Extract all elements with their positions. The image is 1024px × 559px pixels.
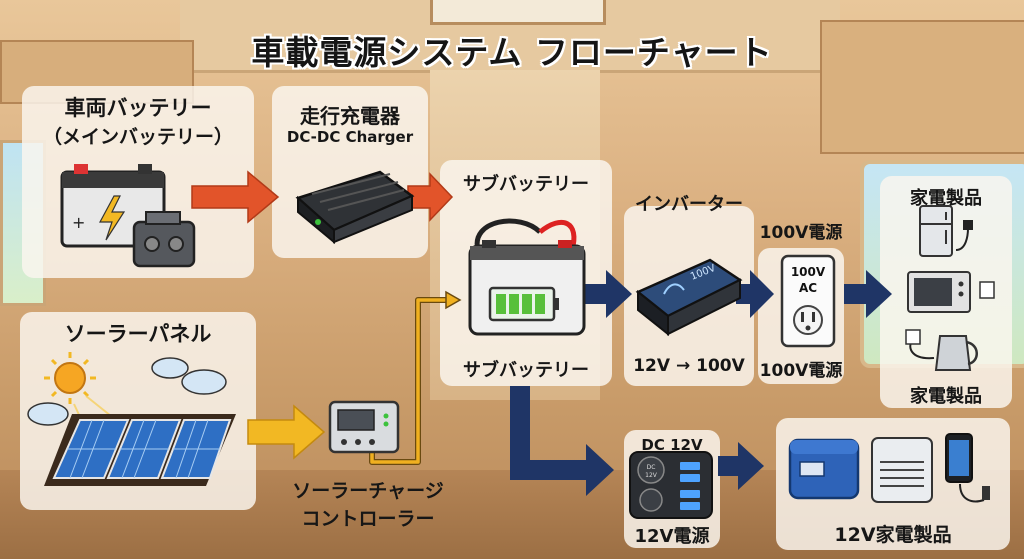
dcdc-charger-icon [295, 170, 415, 245]
inverter-caption: 12V → 100V [633, 356, 745, 376]
solar-controller-label-line1: ソーラーチャージ [292, 480, 444, 502]
wall-outlet-icon: 100V AC [780, 254, 836, 348]
outlet-plate-line2: AC [799, 281, 817, 295]
outlet-label-bottom: 100V電源 [759, 361, 843, 381]
arrow-subbattery-to-inverter [584, 270, 632, 318]
sun-icon [44, 352, 117, 431]
sub-battery-label-bottom: サブバッテリー [463, 360, 589, 381]
solar-wire [369, 290, 462, 465]
dcdc-charger-label: 走行充電器 [300, 104, 400, 128]
background-cabinet-right [820, 20, 1024, 154]
vehicle-battery-sublabel: （メインバッテリー） [42, 126, 233, 148]
vehicle-battery-label: 車両バッテリー [64, 96, 212, 120]
arrow-vehicle-to-dcdc [191, 170, 280, 224]
arrow-solar-to-controller [247, 404, 326, 460]
cloud-icon [27, 357, 227, 426]
outlet-label-top: 100V電源 [759, 223, 843, 243]
solar-panel-icon [44, 414, 236, 486]
dc-socket-icon: DC 12V [629, 451, 713, 519]
kettle-icon [905, 329, 978, 371]
appliances-label-bottom: 家電製品 [910, 386, 982, 407]
inverter-label: インバーター [635, 194, 743, 215]
dc-socket-label: DC 12V [641, 436, 703, 454]
charge-controller-icon [328, 400, 400, 454]
dcdc-charger-sublabel: DC-DC Charger [286, 128, 414, 146]
microwave-icon [907, 271, 995, 313]
dc-appliances-label: 12V家電製品 [834, 524, 952, 546]
sub-battery-label-top: サブバッテリー [463, 174, 589, 195]
fan-icon [871, 437, 933, 503]
dc-socket-caption: 12V電源 [634, 526, 710, 547]
solar-controller-label-line2: コントローラー [301, 508, 435, 530]
inverter-icon: 100V [635, 258, 743, 337]
arrow-inverter-to-outlet [736, 270, 774, 318]
battery-icon [468, 218, 586, 336]
engine-icon [132, 211, 196, 268]
smartphone-icon [945, 433, 990, 503]
arrow-outlet-to-appliances [844, 270, 892, 318]
svg-text:+: + [72, 213, 85, 232]
solar-panel-label: ソーラーパネル [64, 322, 212, 346]
appliances-label-top: 家電製品 [910, 188, 982, 209]
outlet-plate-line1: 100V [791, 265, 826, 279]
plug-icon [955, 220, 973, 251]
arrow-subbattery-to-dcsocket [510, 386, 614, 496]
arrow-dcdc-to-subbattery [407, 172, 454, 222]
diagram-title: 車載電源システム フローチャート [251, 33, 773, 72]
svg-text:12V: 12V [645, 472, 658, 479]
refrigerator-icon [919, 205, 953, 257]
arrow-dcsocket-to-dcappliances [718, 442, 764, 490]
svg-text:DC: DC [647, 464, 656, 471]
background-skylight [430, 0, 606, 25]
portable-fridge-icon [788, 438, 860, 500]
